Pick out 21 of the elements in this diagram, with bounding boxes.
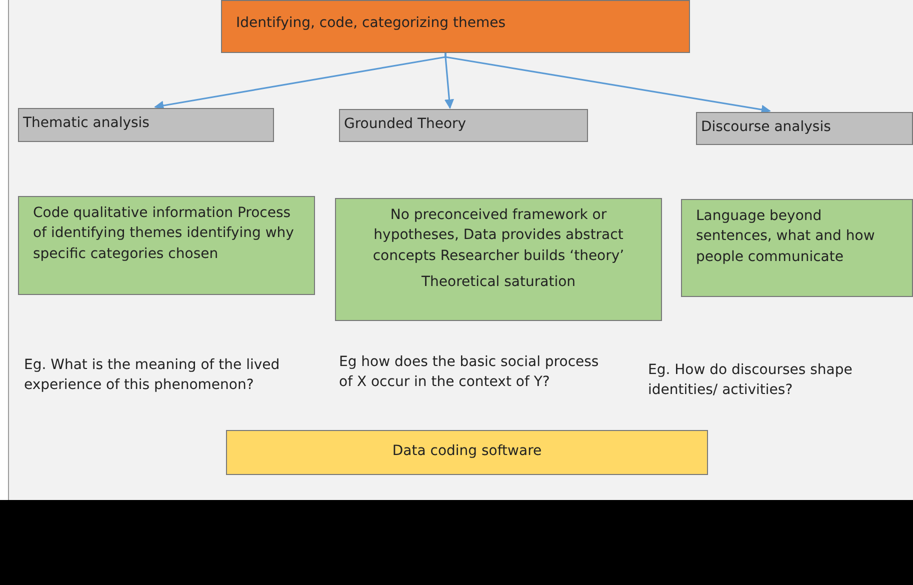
box-text: Code qualitative information Process of identifying themes identifying why specific categories chosen — [33, 204, 295, 264]
example-question: Eg. What is the meaning of the lived experience of this phenomenon? — [24, 356, 281, 396]
tool-box — [226, 430, 708, 475]
method-box — [18, 108, 274, 142]
box-text: Language beyond sentences, what and how people communicate — [696, 207, 876, 267]
method-box — [696, 112, 913, 145]
method-box — [339, 109, 588, 142]
description-box — [335, 198, 662, 321]
box-text: Data coding software — [391, 442, 543, 461]
box-text: Identifying, code, categorizing themes — [236, 15, 507, 32]
process-box — [221, 0, 690, 53]
box-text: Thematic analysis — [23, 114, 150, 133]
description-box — [681, 199, 913, 297]
box-text: Grounded Theory — [344, 115, 468, 134]
arrow — [444, 53, 771, 114]
example-question: Eg how does the basic social process of X occur in the context of Y? — [339, 353, 599, 392]
description-box — [18, 196, 315, 295]
box-text: Discourse analysis — [701, 118, 832, 137]
example-question: Eg. How do discourses shape identities/ activities? — [648, 361, 854, 400]
box-note: Theoretical saturation — [420, 272, 577, 292]
box-text: No preconceived framework or hypotheses, Data provides abstract concepts Researcher builds ‘theory’ — [372, 206, 626, 266]
